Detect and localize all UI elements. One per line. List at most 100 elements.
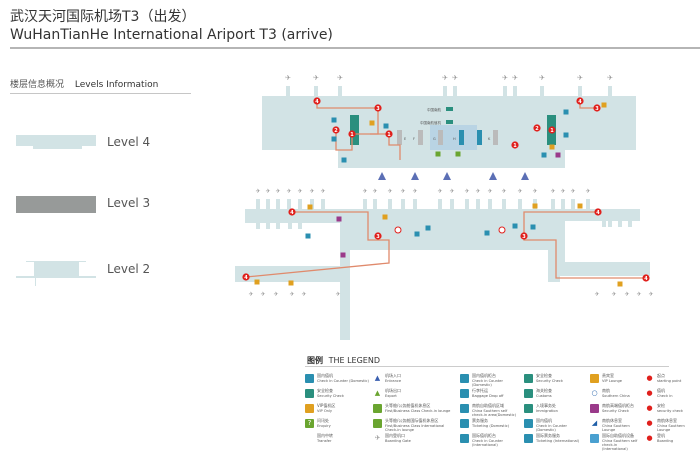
plane-icon[interactable]: ✈ <box>487 188 492 195</box>
facility-icon[interactable] <box>341 157 347 163</box>
plane-icon[interactable]: ✈ <box>550 188 555 195</box>
facility-icon[interactable] <box>617 281 623 287</box>
route-step-marker[interactable]: 4 <box>642 274 650 282</box>
facility-icon[interactable] <box>555 152 561 158</box>
plane-icon[interactable]: ✈ <box>607 74 613 82</box>
plane-icon[interactable]: ✈ <box>570 188 575 195</box>
route-step-marker[interactable]: 3 <box>374 104 382 112</box>
plane-icon[interactable]: ✈ <box>539 74 545 82</box>
entrance-icon[interactable] <box>443 172 451 180</box>
facility-icon[interactable] <box>530 224 536 230</box>
facility-icon[interactable] <box>331 136 337 142</box>
route-step-marker[interactable]: 4 <box>313 97 321 105</box>
plane-icon[interactable]: ✈ <box>313 74 319 82</box>
plane-icon[interactable]: ✈ <box>400 188 405 195</box>
plane-icon[interactable]: ✈ <box>512 74 518 82</box>
route-step-marker[interactable]: 3 <box>593 104 601 112</box>
plane-icon[interactable]: ✈ <box>260 291 265 298</box>
plane-icon[interactable]: ✈ <box>372 188 377 195</box>
plane-icon[interactable]: ✈ <box>442 74 448 82</box>
plane-icon[interactable]: ✈ <box>335 291 340 298</box>
route-step-marker[interactable]: 1 <box>385 130 393 138</box>
facility-icon[interactable] <box>307 204 313 210</box>
facility-icon[interactable] <box>577 203 583 209</box>
facility-icon[interactable] <box>563 109 569 115</box>
route-step-marker[interactable]: 2 <box>533 124 541 132</box>
route-step-marker[interactable]: 3 <box>374 232 382 240</box>
level-2-label[interactable]: Level 2 <box>107 262 151 276</box>
facility-icon[interactable] <box>549 144 555 150</box>
facility-icon[interactable] <box>305 233 311 239</box>
facility-icon[interactable] <box>425 225 431 231</box>
plane-icon[interactable]: ✈ <box>265 188 270 195</box>
plane-icon[interactable]: ✈ <box>275 188 280 195</box>
facility-icon[interactable] <box>369 120 375 126</box>
plane-icon[interactable]: ✈ <box>286 188 291 195</box>
plane-icon[interactable]: ✈ <box>437 188 442 195</box>
route-step-marker[interactable]: 4 <box>594 208 602 216</box>
route-step-marker[interactable]: 3 <box>520 232 528 240</box>
facility-icon[interactable] <box>288 280 294 286</box>
plane-icon[interactable]: ✈ <box>624 291 629 298</box>
route-step-marker[interactable]: 4 <box>576 97 584 105</box>
facility-icon[interactable] <box>336 216 342 222</box>
plane-icon[interactable]: ✈ <box>301 291 306 298</box>
plane-icon[interactable]: ✈ <box>273 291 278 298</box>
facility-icon[interactable] <box>512 223 518 229</box>
facility-icon[interactable] <box>484 230 490 236</box>
plane-icon[interactable]: ✈ <box>464 188 469 195</box>
plane-icon[interactable]: ✈ <box>337 74 343 82</box>
plane-icon[interactable]: ✈ <box>362 188 367 195</box>
route-step-marker[interactable]: 1 <box>511 141 519 149</box>
facility-icon[interactable] <box>382 214 388 220</box>
facility-icon[interactable] <box>532 203 538 209</box>
plane-icon[interactable]: ✈ <box>452 74 458 82</box>
plane-icon[interactable]: ✈ <box>532 188 537 195</box>
plane-icon[interactable]: ✈ <box>449 188 454 195</box>
facility-icon[interactable] <box>340 252 346 258</box>
plane-icon[interactable]: ✈ <box>517 188 522 195</box>
plane-icon[interactable]: ✈ <box>577 74 583 82</box>
plane-icon[interactable]: ✈ <box>636 291 641 298</box>
plane-icon[interactable]: ✈ <box>309 188 314 195</box>
plane-icon[interactable]: ✈ <box>560 188 565 195</box>
facility-icon[interactable] <box>414 231 420 237</box>
level-2-swatch[interactable] <box>16 261 96 278</box>
level-4-label[interactable]: Level 4 <box>107 135 151 149</box>
facility-icon[interactable] <box>331 117 337 123</box>
facility-icon[interactable] <box>254 279 260 285</box>
route-step-marker[interactable]: 4 <box>288 208 296 216</box>
plane-icon[interactable]: ✈ <box>594 291 599 298</box>
level-3-label[interactable]: Level 3 <box>107 196 151 210</box>
plane-icon[interactable]: ✈ <box>611 291 616 298</box>
plane-icon[interactable]: ✈ <box>248 291 253 298</box>
facility-icon[interactable] <box>455 151 461 157</box>
plane-icon[interactable]: ✈ <box>285 74 291 82</box>
plane-icon[interactable]: ✈ <box>320 188 325 195</box>
route-step-marker[interactable]: 4 <box>242 273 250 281</box>
entrance-icon[interactable] <box>411 172 419 180</box>
plane-icon[interactable]: ✈ <box>501 188 506 195</box>
facility-icon[interactable] <box>383 123 389 129</box>
route-step-marker[interactable]: 2 <box>332 126 340 134</box>
plane-icon[interactable]: ✈ <box>289 291 294 298</box>
facility-icon[interactable] <box>435 151 441 157</box>
level-4-swatch[interactable] <box>16 135 96 149</box>
facility-icon[interactable] <box>541 152 547 158</box>
entrance-icon[interactable] <box>521 172 529 180</box>
entrance-icon[interactable] <box>489 172 497 180</box>
plane-icon[interactable]: ✈ <box>412 188 417 195</box>
plane-icon[interactable]: ✈ <box>387 188 392 195</box>
plane-icon[interactable]: ✈ <box>475 188 480 195</box>
plane-icon[interactable]: ✈ <box>255 188 260 195</box>
plane-icon[interactable]: ✈ <box>648 291 653 298</box>
entrance-icon[interactable] <box>378 172 386 180</box>
plane-icon[interactable]: ✈ <box>502 74 508 82</box>
facility-icon[interactable] <box>601 102 607 108</box>
facility-icon[interactable] <box>563 132 569 138</box>
level-3-swatch[interactable] <box>16 196 96 213</box>
route-step-marker[interactable]: 1 <box>548 126 556 134</box>
plane-icon[interactable]: ✈ <box>585 188 590 195</box>
plane-icon[interactable]: ✈ <box>297 188 302 195</box>
route-step-marker[interactable]: 1 <box>348 130 356 138</box>
